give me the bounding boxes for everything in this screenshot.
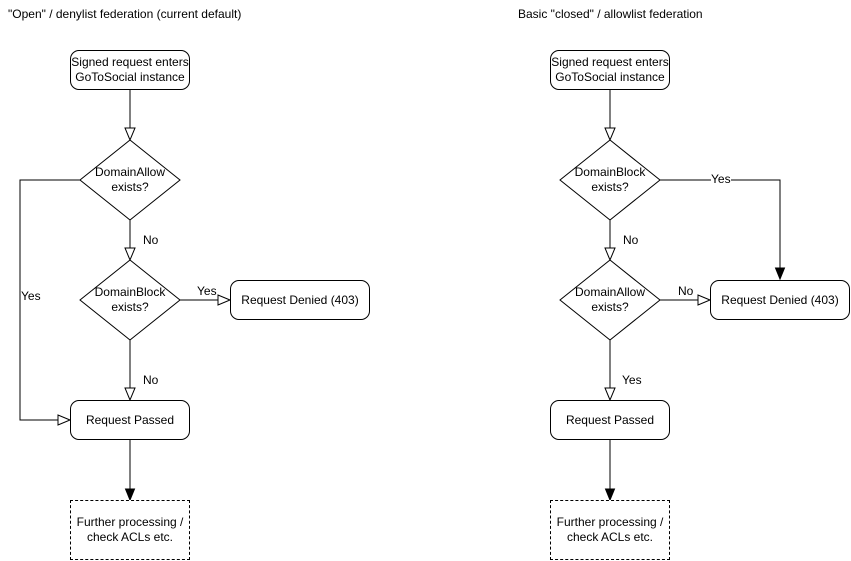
left-label-allow-no: No <box>143 233 159 247</box>
left-label-block-yes: Yes <box>197 284 217 298</box>
left-node-start: Signed request enters GoToSocial instanc… <box>70 50 190 90</box>
open-arrowhead-icon <box>697 294 712 306</box>
open-arrowhead-icon <box>57 414 72 426</box>
right-label-block-yes: Yes <box>711 172 731 186</box>
right-node-request-denied: Request Denied (403) <box>710 280 850 320</box>
open-arrowhead-icon <box>124 387 136 402</box>
diamond-left-domainallow <box>79 139 181 221</box>
open-arrowhead-icon <box>124 127 136 142</box>
filled-arrowhead-icon <box>604 488 616 502</box>
edge-right-passed-to-further <box>604 440 616 502</box>
left-chart-title: "Open" / denylist federation (current de… <box>8 7 242 21</box>
right-node-further-processing: Further processing / check ACLs etc. <box>550 500 670 560</box>
edge-left-domainblock-yes <box>180 294 232 306</box>
right-label-allow-no: No <box>678 284 694 298</box>
right-label-block-no: No <box>623 233 639 247</box>
edge-right-domainallow-no <box>660 294 712 306</box>
edge-left-domainallow-no <box>124 220 136 262</box>
filled-arrowhead-icon <box>774 267 786 281</box>
left-label-block-no: No <box>143 373 159 387</box>
edge-left-domainblock-no <box>124 340 136 402</box>
open-arrowhead-icon <box>604 247 616 262</box>
edge-left-start-to-domainallow <box>124 90 136 142</box>
open-arrowhead-icon <box>124 247 136 262</box>
right-chart-title: Basic "closed" / allowlist federation <box>518 7 703 21</box>
edge-right-domainallow-yes <box>604 340 616 402</box>
edge-left-passed-to-further <box>124 440 136 502</box>
filled-arrowhead-icon <box>124 488 136 502</box>
diamond-right-domainallow <box>559 259 661 341</box>
open-arrowhead-icon <box>604 127 616 142</box>
edge-left-domainallow-yes-rail <box>19 179 80 426</box>
diamond-left-domainblock <box>79 259 181 341</box>
right-node-start: Signed request enters GoToSocial instanc… <box>550 50 670 90</box>
right-node-request-passed: Request Passed <box>550 400 670 440</box>
edge-right-domainblock-no <box>604 220 616 262</box>
edge-right-domainblock-yes <box>660 179 786 281</box>
open-arrowhead-icon <box>217 294 232 306</box>
left-node-request-passed: Request Passed <box>70 400 190 440</box>
edge-right-start-to-domainblock <box>604 90 616 142</box>
open-arrowhead-icon <box>604 387 616 402</box>
left-node-request-denied: Request Denied (403) <box>230 280 370 320</box>
diamond-right-domainblock <box>559 139 661 221</box>
right-label-allow-yes: Yes <box>622 373 642 387</box>
left-label-allow-yes: Yes <box>21 289 41 303</box>
left-node-further-processing: Further processing / check ACLs etc. <box>70 500 190 560</box>
